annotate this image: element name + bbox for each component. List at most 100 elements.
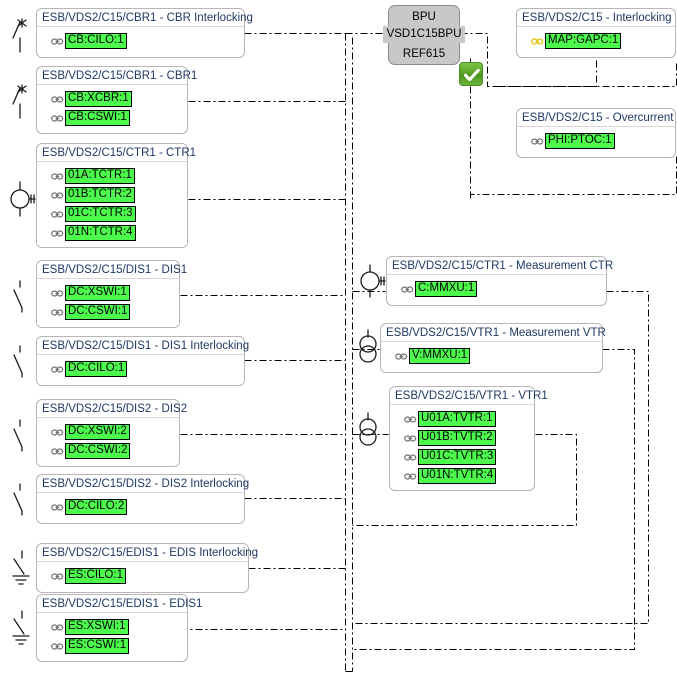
ln-row[interactable]: CB:XCBR:1 [51, 91, 187, 107]
wire-overcurrent-loop [470, 156, 677, 195]
ln-node-label[interactable]: U01C:TVTR:3 [418, 449, 497, 465]
group-dis2-interlocking[interactable]: ESB/VDS2/C15/DIS2 - DIS2 Interlocking DC… [36, 474, 249, 524]
ln-row[interactable]: 01B:TCTR:2 [51, 187, 187, 203]
group-title: ESB/VDS2/C15/DIS2 - DIS2 Interlocking [37, 475, 249, 493]
ln-node-label[interactable]: C:MMXU:1 [415, 281, 478, 297]
ln-row[interactable]: 01C:TCTR:3 [51, 206, 187, 222]
ln-row[interactable]: C:MMXU:1 [401, 281, 606, 297]
group-ctr1[interactable]: ESB/VDS2/C15/CTR1 - CTR1 01A:TCTR:1 [36, 143, 196, 248]
ln-row[interactable]: U01N:TVTR:4 [404, 468, 534, 484]
group-dis1-interlocking[interactable]: ESB/VDS2/C15/DIS1 - DIS1 Interlocking DC… [36, 336, 249, 386]
ln-node-label[interactable]: V:MMXU:1 [409, 348, 471, 364]
group-title: ESB/VDS2/C15 - Overcurrent [517, 109, 675, 127]
ln-node-label[interactable]: U01A:TVTR:1 [418, 411, 496, 427]
circuit-breaker-symbol [12, 84, 27, 119]
group-edis1-interlocking[interactable]: ESB/VDS2/C15/EDIS1 - EDIS Interlocking E… [36, 543, 258, 593]
ln-node-label[interactable]: DC:CSWI:1 [65, 304, 131, 320]
voltage-transformer-symbol [359, 412, 377, 446]
group-dis2[interactable]: ESB/VDS2/C15/DIS2 - DIS2 DC:XSWI:2 [36, 399, 187, 467]
ln-node-label[interactable]: U01N:TVTR:4 [418, 468, 497, 484]
ln-node-label[interactable]: DC:CILO:2 [65, 499, 128, 515]
ln-row[interactable]: CB:CILO:1 [51, 33, 244, 49]
group-body: V:MMXU:1 [381, 342, 602, 372]
disconnector-symbol [13, 345, 23, 378]
ln-row[interactable]: DC:XSWI:1 [51, 285, 179, 301]
ln-node-label[interactable]: 01N:TCTR:4 [65, 225, 136, 241]
group-title: ESB/VDS2/C15/VTR1 - VTR1 [390, 387, 548, 405]
ied-bpu-device[interactable]: BPU VSD1C15BPU REF615 [383, 5, 465, 65]
ln-node-label[interactable]: DC:XSWI:1 [65, 285, 130, 301]
group-overcurrent[interactable]: ESB/VDS2/C15 - Overcurrent PHI:PTOC:1 [516, 108, 676, 158]
chain-link-icon [404, 434, 417, 442]
ln-row[interactable]: CB:CSWI:1 [51, 110, 187, 126]
ln-node-label[interactable]: MAP:GAPC:1 [545, 33, 622, 49]
ln-row[interactable]: DC:CSWI:2 [51, 443, 179, 459]
group-edis1[interactable]: ESB/VDS2/C15/EDIS1 - EDIS1 ES:XSWI:1 [36, 594, 202, 662]
ln-row[interactable]: U01B:TVTR:2 [404, 430, 534, 446]
chain-link-icon [51, 503, 64, 511]
disconnector-symbol [13, 280, 23, 313]
ln-node-label[interactable]: 01B:TCTR:2 [65, 187, 135, 203]
ln-node-label[interactable]: U01B:TVTR:2 [418, 430, 496, 446]
ln-node-label[interactable]: CB:CSWI:1 [65, 110, 130, 126]
ln-row[interactable]: ES:CILO:1 [51, 568, 248, 584]
ln-row[interactable]: ES:CSWI:1 [51, 638, 187, 654]
chain-link-icon [51, 289, 64, 297]
group-vtr1[interactable]: ESB/VDS2/C15/VTR1 - VTR1 U01A:TVTR:1 [389, 386, 548, 491]
chain-link-icon [51, 308, 64, 316]
ln-row[interactable]: 01N:TCTR:4 [51, 225, 187, 241]
group-title: ESB/VDS2/C15/VTR1 - Measurement VTR [381, 324, 606, 342]
ied-device-type: REF615 [402, 48, 446, 60]
group-title: ESB/VDS2/C15/DIS2 - DIS2 [37, 400, 187, 418]
ln-node-label[interactable]: ES:XSWI:1 [65, 619, 129, 635]
group-title: ESB/VDS2/C15/EDIS1 - EDIS Interlocking [37, 544, 258, 562]
group-cbr1[interactable]: ESB/VDS2/C15/CBR1 - CBR1 CB:XCBR:1 [36, 66, 197, 134]
ln-row[interactable]: 01A:TCTR:1 [51, 168, 187, 184]
group-interlocking[interactable]: ESB/VDS2/C15 - Interlocking MAP:GAPC:1 [516, 8, 676, 58]
voltage-transformer-symbol [359, 329, 377, 363]
ied-name: BPU [412, 11, 436, 23]
ln-row[interactable]: DC:XSWI:2 [51, 424, 179, 440]
group-title: ESB/VDS2/C15/CBR1 - CBR Interlocking [37, 9, 253, 27]
ln-row[interactable]: DC:CILO:2 [51, 499, 244, 515]
ln-row[interactable]: U01A:TVTR:1 [404, 411, 534, 427]
group-body: CB:CILO:1 [37, 27, 244, 57]
group-body: 01A:TCTR:1 01B:TCTR:2 [37, 162, 187, 247]
check-ok-icon[interactable] [459, 62, 483, 86]
ln-node-label[interactable]: ES:CSWI:1 [65, 638, 130, 654]
current-transformer-symbol [10, 181, 36, 217]
ln-row[interactable]: U01C:TVTR:3 [404, 449, 534, 465]
ln-node-label[interactable]: DC:XSWI:2 [65, 424, 130, 440]
ln-node-label[interactable]: ES:CILO:1 [65, 568, 126, 584]
ln-node-label[interactable]: 01A:TCTR:1 [65, 168, 135, 184]
ln-node-label[interactable]: 01C:TCTR:3 [65, 206, 136, 222]
ln-node-label[interactable]: DC:CILO:1 [65, 361, 128, 377]
chain-link-icon [51, 623, 64, 631]
group-body: DC:XSWI:2 DC:CSWI:2 [37, 418, 179, 466]
chain-link-icon [395, 352, 408, 360]
ln-row[interactable]: DC:CSWI:1 [51, 304, 179, 320]
ln-node-label[interactable]: CB:CILO:1 [65, 33, 127, 49]
chain-link-icon [51, 114, 64, 122]
ln-row[interactable]: PHI:PTOC:1 [531, 133, 675, 149]
group-cbr1-interlocking[interactable]: ESB/VDS2/C15/CBR1 - CBR Interlocking CB:… [36, 8, 253, 58]
ln-row[interactable]: V:MMXU:1 [395, 348, 602, 364]
earth-switch-symbol [12, 550, 30, 585]
group-vtr1-measurement[interactable]: ESB/VDS2/C15/VTR1 - Measurement VTR V:MM… [380, 323, 606, 373]
ln-row[interactable]: DC:CILO:1 [51, 361, 244, 377]
ln-node-label[interactable]: PHI:PTOC:1 [545, 133, 615, 149]
group-body: CB:XCBR:1 CB:CSWI:1 [37, 85, 187, 133]
ln-row[interactable]: ES:XSWI:1 [51, 619, 187, 635]
group-dis1[interactable]: ESB/VDS2/C15/DIS1 - DIS1 DC:XSWI:1 [36, 260, 187, 328]
group-body: MAP:GAPC:1 [517, 27, 675, 57]
chain-link-icon [531, 137, 544, 145]
ln-node-label[interactable]: DC:CSWI:2 [65, 443, 131, 459]
group-body: ES:CILO:1 [37, 562, 248, 592]
current-transformer-symbol [360, 264, 386, 298]
group-ctr1-measurement[interactable]: ESB/VDS2/C15/CTR1 - Measurement CTR C:MM… [386, 256, 613, 306]
ln-node-label[interactable]: CB:XCBR:1 [65, 91, 132, 107]
group-body: PHI:PTOC:1 [517, 127, 675, 157]
chain-link-icon [51, 365, 64, 373]
ln-row[interactable]: MAP:GAPC:1 [531, 33, 675, 49]
